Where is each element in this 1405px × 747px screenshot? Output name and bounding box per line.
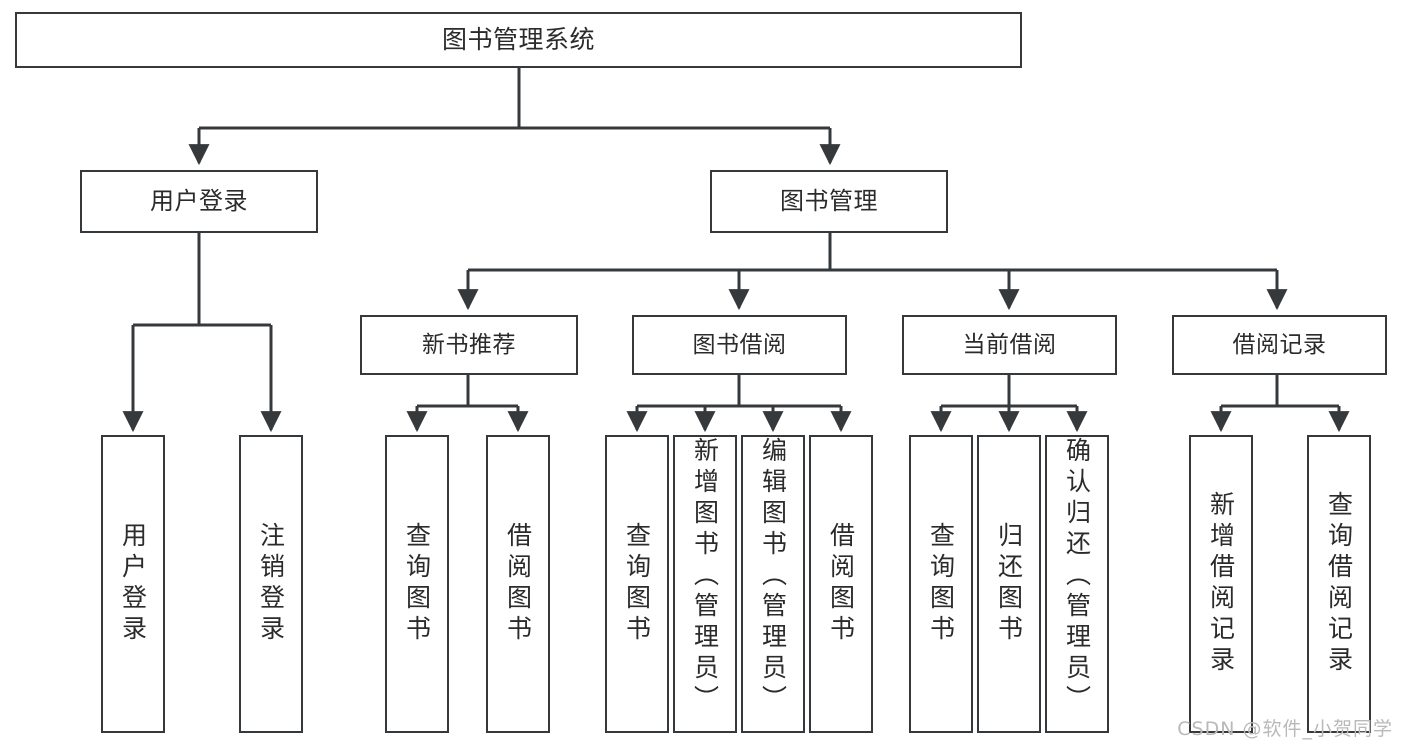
node-label: 新增图书（管理员） [690, 437, 720, 716]
node-label: 用户登录 [118, 522, 148, 646]
node-current-borrow[interactable]: 当前借阅 [902, 315, 1117, 375]
node-label: 查询图书 [402, 522, 432, 646]
leaf-current-query-book[interactable]: 查询图书 [909, 435, 973, 733]
leaf-user-login[interactable]: 用户登录 [101, 435, 165, 733]
node-label: 归还图书 [994, 522, 1024, 646]
node-book-borrow[interactable]: 图书借阅 [632, 315, 847, 375]
node-label: 新书推荐 [422, 331, 516, 358]
node-label: 新增借阅记录 [1206, 491, 1236, 677]
node-label: 借阅图书 [503, 522, 533, 646]
leaf-current-return-book[interactable]: 归还图书 [977, 435, 1041, 733]
node-user-login[interactable]: 用户登录 [80, 170, 318, 233]
node-label: 图书借阅 [692, 331, 787, 358]
node-label: 借阅记录 [1232, 331, 1327, 358]
node-label: 查询图书 [622, 522, 652, 646]
node-book-management[interactable]: 图书管理 [710, 170, 948, 233]
leaf-record-query[interactable]: 查询借阅记录 [1307, 435, 1371, 733]
node-label: 注销登录 [256, 522, 286, 646]
node-label: 查询借阅记录 [1324, 491, 1354, 677]
node-new-book-recommend[interactable]: 新书推荐 [360, 315, 578, 375]
node-label: 图书管理 [780, 186, 878, 215]
leaf-current-confirm-return-admin[interactable]: 确认归还（管理员） [1045, 435, 1109, 733]
node-label: 用户登录 [150, 186, 248, 215]
node-root-book-management-system[interactable]: 图书管理系统 [15, 12, 1022, 68]
node-borrow-record[interactable]: 借阅记录 [1172, 315, 1387, 375]
leaf-borrow-add-book-admin[interactable]: 新增图书（管理员） [673, 435, 737, 733]
leaf-new-book-query[interactable]: 查询图书 [385, 435, 449, 733]
leaf-logout[interactable]: 注销登录 [239, 435, 303, 733]
node-label: 确认归还（管理员） [1062, 437, 1092, 716]
node-label: 当前借阅 [962, 331, 1057, 358]
leaf-new-book-borrow[interactable]: 借阅图书 [486, 435, 550, 733]
leaf-borrow-borrow-book[interactable]: 借阅图书 [809, 435, 873, 733]
leaf-borrow-query-book[interactable]: 查询图书 [605, 435, 669, 733]
node-label: 查询图书 [926, 522, 956, 646]
node-label: 编辑图书（管理员） [758, 437, 788, 716]
node-label: 图书管理系统 [441, 24, 595, 54]
leaf-record-add[interactable]: 新增借阅记录 [1189, 435, 1253, 733]
leaf-borrow-edit-book-admin[interactable]: 编辑图书（管理员） [741, 435, 805, 733]
node-label: 借阅图书 [826, 522, 856, 646]
